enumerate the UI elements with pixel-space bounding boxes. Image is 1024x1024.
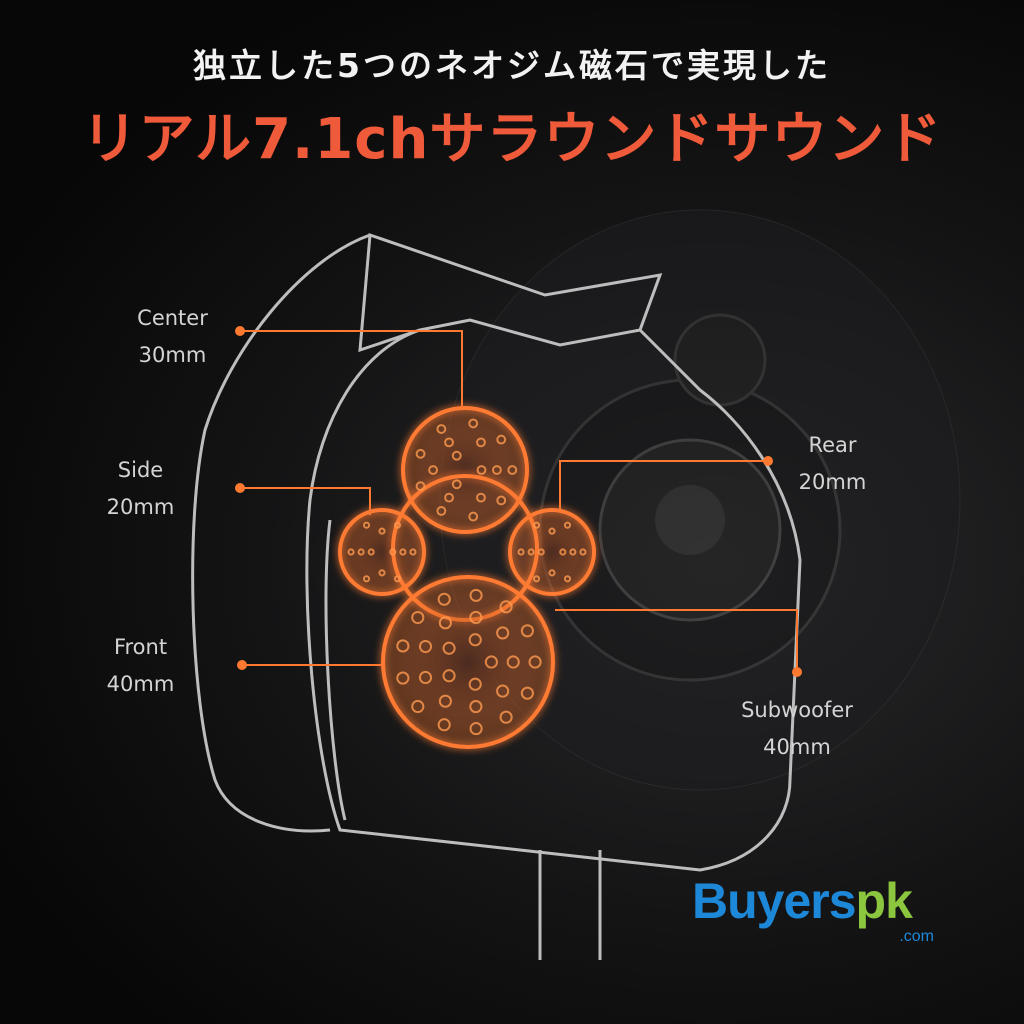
magnet-dot: [347, 548, 355, 556]
magnet-dot: [437, 718, 451, 732]
magnet-dot: [496, 495, 507, 506]
magnet-dot: [579, 548, 587, 556]
magnet-dot: [559, 548, 567, 556]
magnet-dot: [378, 569, 386, 577]
background-speaker: [439, 209, 961, 791]
magnet-dot: [520, 624, 534, 638]
magnet-dot: [451, 479, 462, 490]
magnet-dot: [438, 616, 452, 630]
magnet-dot: [569, 548, 577, 556]
magnet-dot: [528, 655, 542, 669]
magnet-dot: [548, 569, 556, 577]
magnet-dot: [563, 521, 572, 529]
magnet-dot: [468, 633, 482, 647]
magnet-dot: [496, 626, 510, 640]
magnet-dot: [415, 481, 426, 492]
magnet-dot: [451, 450, 462, 461]
magnet-dot: [517, 548, 525, 556]
magnet-dot: [367, 548, 375, 556]
magnet-dot: [520, 686, 534, 700]
magnet-dot: [532, 521, 541, 529]
magnet-dot: [437, 592, 451, 606]
magnet-dot: [499, 600, 513, 614]
magnet-dot: [418, 639, 433, 654]
magnet-dot: [396, 639, 410, 653]
leader-lines: [240, 330, 798, 672]
magnet-dot: [476, 437, 486, 448]
magnet-dot: [411, 699, 425, 714]
magnet-dot: [476, 465, 487, 475]
magnet-dot: [468, 677, 482, 691]
magnet-dot: [527, 548, 535, 556]
title: リアル7.1chサラウンドサウンド: [81, 107, 943, 172]
magnet-dots: [347, 418, 587, 736]
magnet-dot: [469, 610, 483, 625]
magnet-dot: [411, 610, 425, 625]
magnet-dot: [496, 684, 510, 698]
magnet-dot: [393, 521, 402, 529]
magnet-dot: [428, 465, 439, 475]
driver-front: [381, 575, 555, 749]
magnet-dot: [469, 722, 483, 736]
magnet-dot: [436, 424, 447, 434]
magnet-dot: [418, 670, 433, 685]
magnet-dot: [436, 506, 447, 516]
magnet-dot: [409, 548, 417, 556]
magnet-dot: [396, 671, 410, 685]
magnet-dot: [357, 548, 365, 556]
driver-side: [338, 508, 426, 596]
magnet-dot: [476, 492, 486, 503]
leader-dots: [235, 326, 802, 677]
magnet-dot: [507, 465, 518, 475]
magnet-dot: [469, 588, 483, 602]
magnet-dot: [469, 699, 483, 714]
magnet-dot: [491, 465, 502, 475]
magnet-dot: [537, 548, 545, 556]
magnet-dot: [484, 655, 498, 669]
magnet-dot: [506, 655, 520, 669]
magnet-dot: [444, 492, 454, 503]
driver-magnets: [338, 406, 596, 749]
driver-center: [401, 406, 529, 534]
headline: 独立した5つのネオジム磁石で実現した: [193, 46, 831, 85]
magnet-dot: [438, 694, 452, 708]
magnet-dot: [468, 418, 479, 429]
earcup-outline: [191, 232, 802, 960]
magnet-dot: [399, 548, 407, 556]
magnet-dot: [499, 710, 513, 724]
magnet-dot: [496, 434, 507, 445]
magnet-dot: [442, 641, 456, 655]
magnet-dot: [362, 521, 371, 529]
magnet-dot: [362, 575, 371, 583]
magnet-dot: [532, 575, 541, 583]
magnet-dot: [389, 548, 397, 556]
magnet-dot: [442, 669, 456, 683]
magnet-dot: [563, 575, 572, 583]
magnet-dot: [548, 527, 556, 535]
watermark-logo: Buyerspk .com: [692, 873, 934, 945]
magnet-dot: [444, 437, 454, 448]
magnet-dot: [393, 575, 402, 583]
magnet-dot: [468, 511, 479, 522]
magnet-dot: [415, 448, 426, 459]
magnet-dot: [378, 527, 386, 535]
driver-rear: [508, 508, 596, 596]
